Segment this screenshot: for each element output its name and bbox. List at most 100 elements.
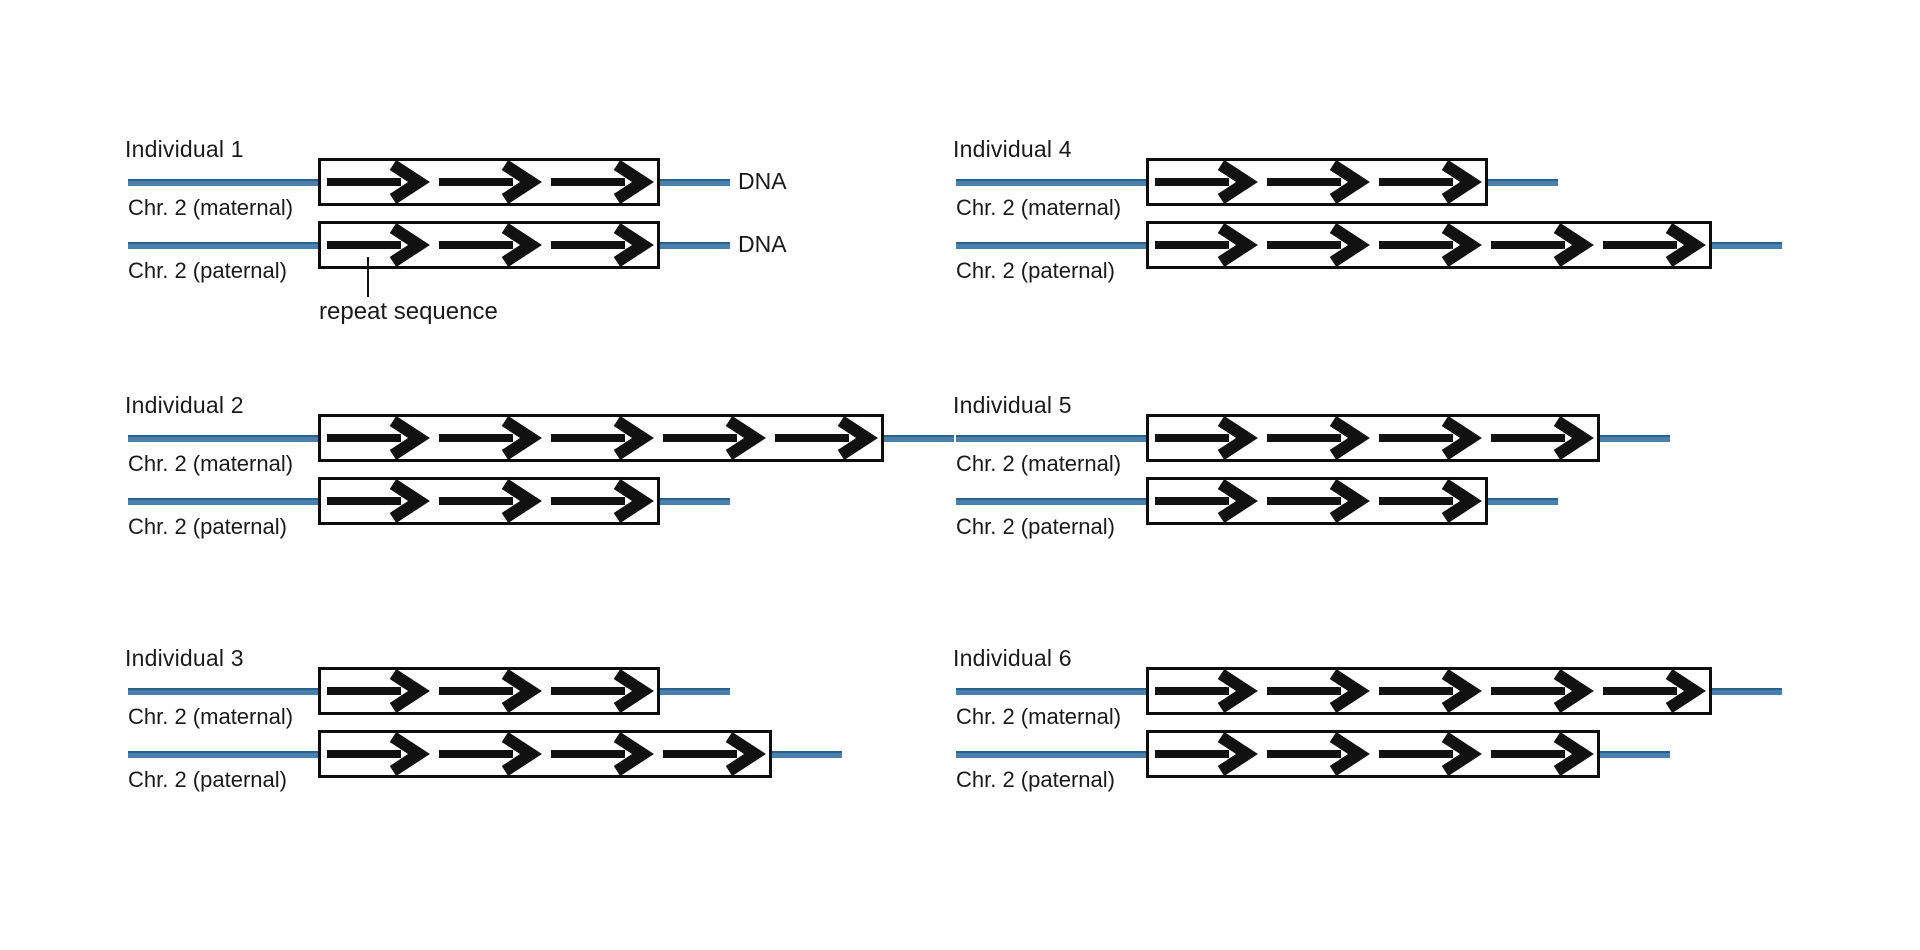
repeat-arrowhead-icon bbox=[1217, 668, 1258, 714]
repeat-arrowhead-icon bbox=[1553, 222, 1594, 268]
strand-label-maternal: Chr. 2 (maternal) bbox=[956, 704, 1122, 729]
repeat-arrows bbox=[1155, 731, 1594, 777]
strand-label-maternal: Chr. 2 (maternal) bbox=[128, 704, 294, 729]
repeat-pointer-line bbox=[367, 257, 369, 297]
repeat-arrows bbox=[1155, 222, 1706, 268]
repeat-arrows bbox=[327, 159, 654, 205]
strand-label-paternal: Chr. 2 (paternal) bbox=[956, 258, 1115, 283]
repeat-arrowhead-icon bbox=[725, 731, 766, 777]
individual-title: Individual 6 bbox=[953, 645, 1072, 671]
repeat-arrowhead-icon bbox=[389, 415, 430, 461]
repeat-arrowhead-icon bbox=[1217, 731, 1258, 777]
repeat-arrowhead-icon bbox=[613, 668, 654, 714]
repeat-arrows bbox=[327, 478, 654, 524]
paternal-strand: Chr. 2 (paternal) bbox=[950, 221, 1830, 283]
repeat-arrowhead-icon bbox=[1441, 159, 1482, 205]
maternal-strand: Chr. 2 (maternal) DNA bbox=[122, 158, 1002, 220]
dna-label: DNA bbox=[738, 168, 787, 194]
repeat-box bbox=[318, 667, 660, 715]
strand-label-maternal: Chr. 2 (maternal) bbox=[128, 195, 294, 220]
paternal-strand: Chr. 2 (paternal) bbox=[122, 477, 1002, 539]
repeat-arrowhead-icon bbox=[1665, 668, 1706, 714]
repeat-arrows bbox=[327, 731, 766, 777]
repeat-box bbox=[1146, 221, 1712, 269]
repeat-arrowhead-icon bbox=[501, 668, 542, 714]
repeat-arrowhead-icon bbox=[389, 222, 430, 268]
strand-label-paternal: Chr. 2 (paternal) bbox=[128, 514, 287, 539]
repeat-arrows bbox=[327, 415, 878, 461]
repeat-box bbox=[318, 414, 884, 462]
paternal-strand: Chr. 2 (paternal) bbox=[950, 477, 1830, 539]
maternal-strand: Chr. 2 (maternal) bbox=[122, 414, 1002, 476]
repeat-box bbox=[318, 158, 660, 206]
repeat-box bbox=[1146, 158, 1488, 206]
individual-title: Individual 5 bbox=[953, 392, 1072, 418]
repeat-box bbox=[1146, 730, 1600, 778]
strand-label-paternal: Chr. 2 (paternal) bbox=[128, 258, 287, 283]
repeat-arrowhead-icon bbox=[613, 731, 654, 777]
repeat-arrowhead-icon bbox=[1553, 668, 1594, 714]
paternal-strand: Chr. 2 (paternal) DNA repeat sequence bbox=[122, 221, 1002, 325]
individual-panel-3: Individual 3 Chr. 2 (maternal) Chr. 2 (pat… bbox=[122, 645, 1002, 845]
repeat-box bbox=[1146, 667, 1712, 715]
individual-panel-4: Individual 4 Chr. 2 (maternal) Chr. 2 (pat… bbox=[950, 136, 1830, 336]
repeat-arrowhead-icon bbox=[1441, 478, 1482, 524]
repeat-arrowhead-icon bbox=[1217, 222, 1258, 268]
individual-title: Individual 1 bbox=[125, 136, 244, 162]
repeat-arrows bbox=[327, 668, 654, 714]
repeat-arrowhead-icon bbox=[1441, 222, 1482, 268]
repeat-arrowhead-icon bbox=[613, 478, 654, 524]
repeat-arrows bbox=[1155, 415, 1594, 461]
dna-label: DNA bbox=[738, 231, 787, 257]
repeat-arrowhead-icon bbox=[1329, 731, 1370, 777]
individual-panel-2: Individual 2 Chr. 2 (maternal) Chr. 2 (pat… bbox=[122, 392, 1002, 592]
repeat-arrowhead-icon bbox=[389, 478, 430, 524]
repeat-box bbox=[1146, 477, 1488, 525]
repeat-arrowhead-icon bbox=[389, 731, 430, 777]
paternal-strand: Chr. 2 (paternal) bbox=[122, 730, 1002, 792]
repeat-arrowhead-icon bbox=[1329, 415, 1370, 461]
repeat-arrowhead-icon bbox=[1665, 222, 1706, 268]
repeat-arrows bbox=[327, 222, 654, 268]
repeat-arrowhead-icon bbox=[1329, 478, 1370, 524]
repeat-arrowhead-icon bbox=[1217, 478, 1258, 524]
repeat-arrowhead-icon bbox=[1553, 415, 1594, 461]
individual-title: Individual 3 bbox=[125, 645, 244, 671]
strand-label-paternal: Chr. 2 (paternal) bbox=[956, 767, 1115, 792]
repeat-arrows bbox=[1155, 159, 1482, 205]
repeat-arrowhead-icon bbox=[1553, 731, 1594, 777]
repeat-arrowhead-icon bbox=[1217, 415, 1258, 461]
strand-label-maternal: Chr. 2 (maternal) bbox=[956, 195, 1122, 220]
paternal-strand: Chr. 2 (paternal) bbox=[950, 730, 1830, 792]
repeat-arrowhead-icon bbox=[389, 159, 430, 205]
maternal-strand: Chr. 2 (maternal) bbox=[122, 667, 1002, 729]
strand-label-paternal: Chr. 2 (paternal) bbox=[128, 767, 287, 792]
repeat-arrows bbox=[1155, 478, 1482, 524]
strand-label-maternal: Chr. 2 (maternal) bbox=[128, 451, 294, 476]
strand-label-paternal: Chr. 2 (paternal) bbox=[956, 514, 1115, 539]
repeat-sequence-label: repeat sequence bbox=[319, 298, 498, 325]
maternal-strand: Chr. 2 (maternal) bbox=[950, 414, 1830, 476]
repeat-box bbox=[1146, 414, 1600, 462]
repeat-box bbox=[318, 477, 660, 525]
repeat-arrowhead-icon bbox=[613, 415, 654, 461]
maternal-strand: Chr. 2 (maternal) bbox=[950, 158, 1830, 220]
repeat-arrowhead-icon bbox=[837, 415, 878, 461]
repeat-arrowhead-icon bbox=[501, 731, 542, 777]
repeat-arrowhead-icon bbox=[501, 415, 542, 461]
repeat-arrowhead-icon bbox=[1329, 668, 1370, 714]
individual-title: Individual 4 bbox=[953, 136, 1072, 162]
repeat-box bbox=[318, 730, 772, 778]
repeat-arrowhead-icon bbox=[1329, 159, 1370, 205]
repeat-arrowhead-icon bbox=[1329, 222, 1370, 268]
individual-title: Individual 2 bbox=[125, 392, 244, 418]
repeat-arrowhead-icon bbox=[501, 222, 542, 268]
repeat-arrowhead-icon bbox=[1441, 668, 1482, 714]
repeat-arrowhead-icon bbox=[613, 222, 654, 268]
individual-panel-6: Individual 6 Chr. 2 (maternal) Chr. 2 (pat… bbox=[950, 645, 1830, 845]
repeat-arrowhead-icon bbox=[501, 478, 542, 524]
repeat-arrowhead-icon bbox=[1441, 415, 1482, 461]
